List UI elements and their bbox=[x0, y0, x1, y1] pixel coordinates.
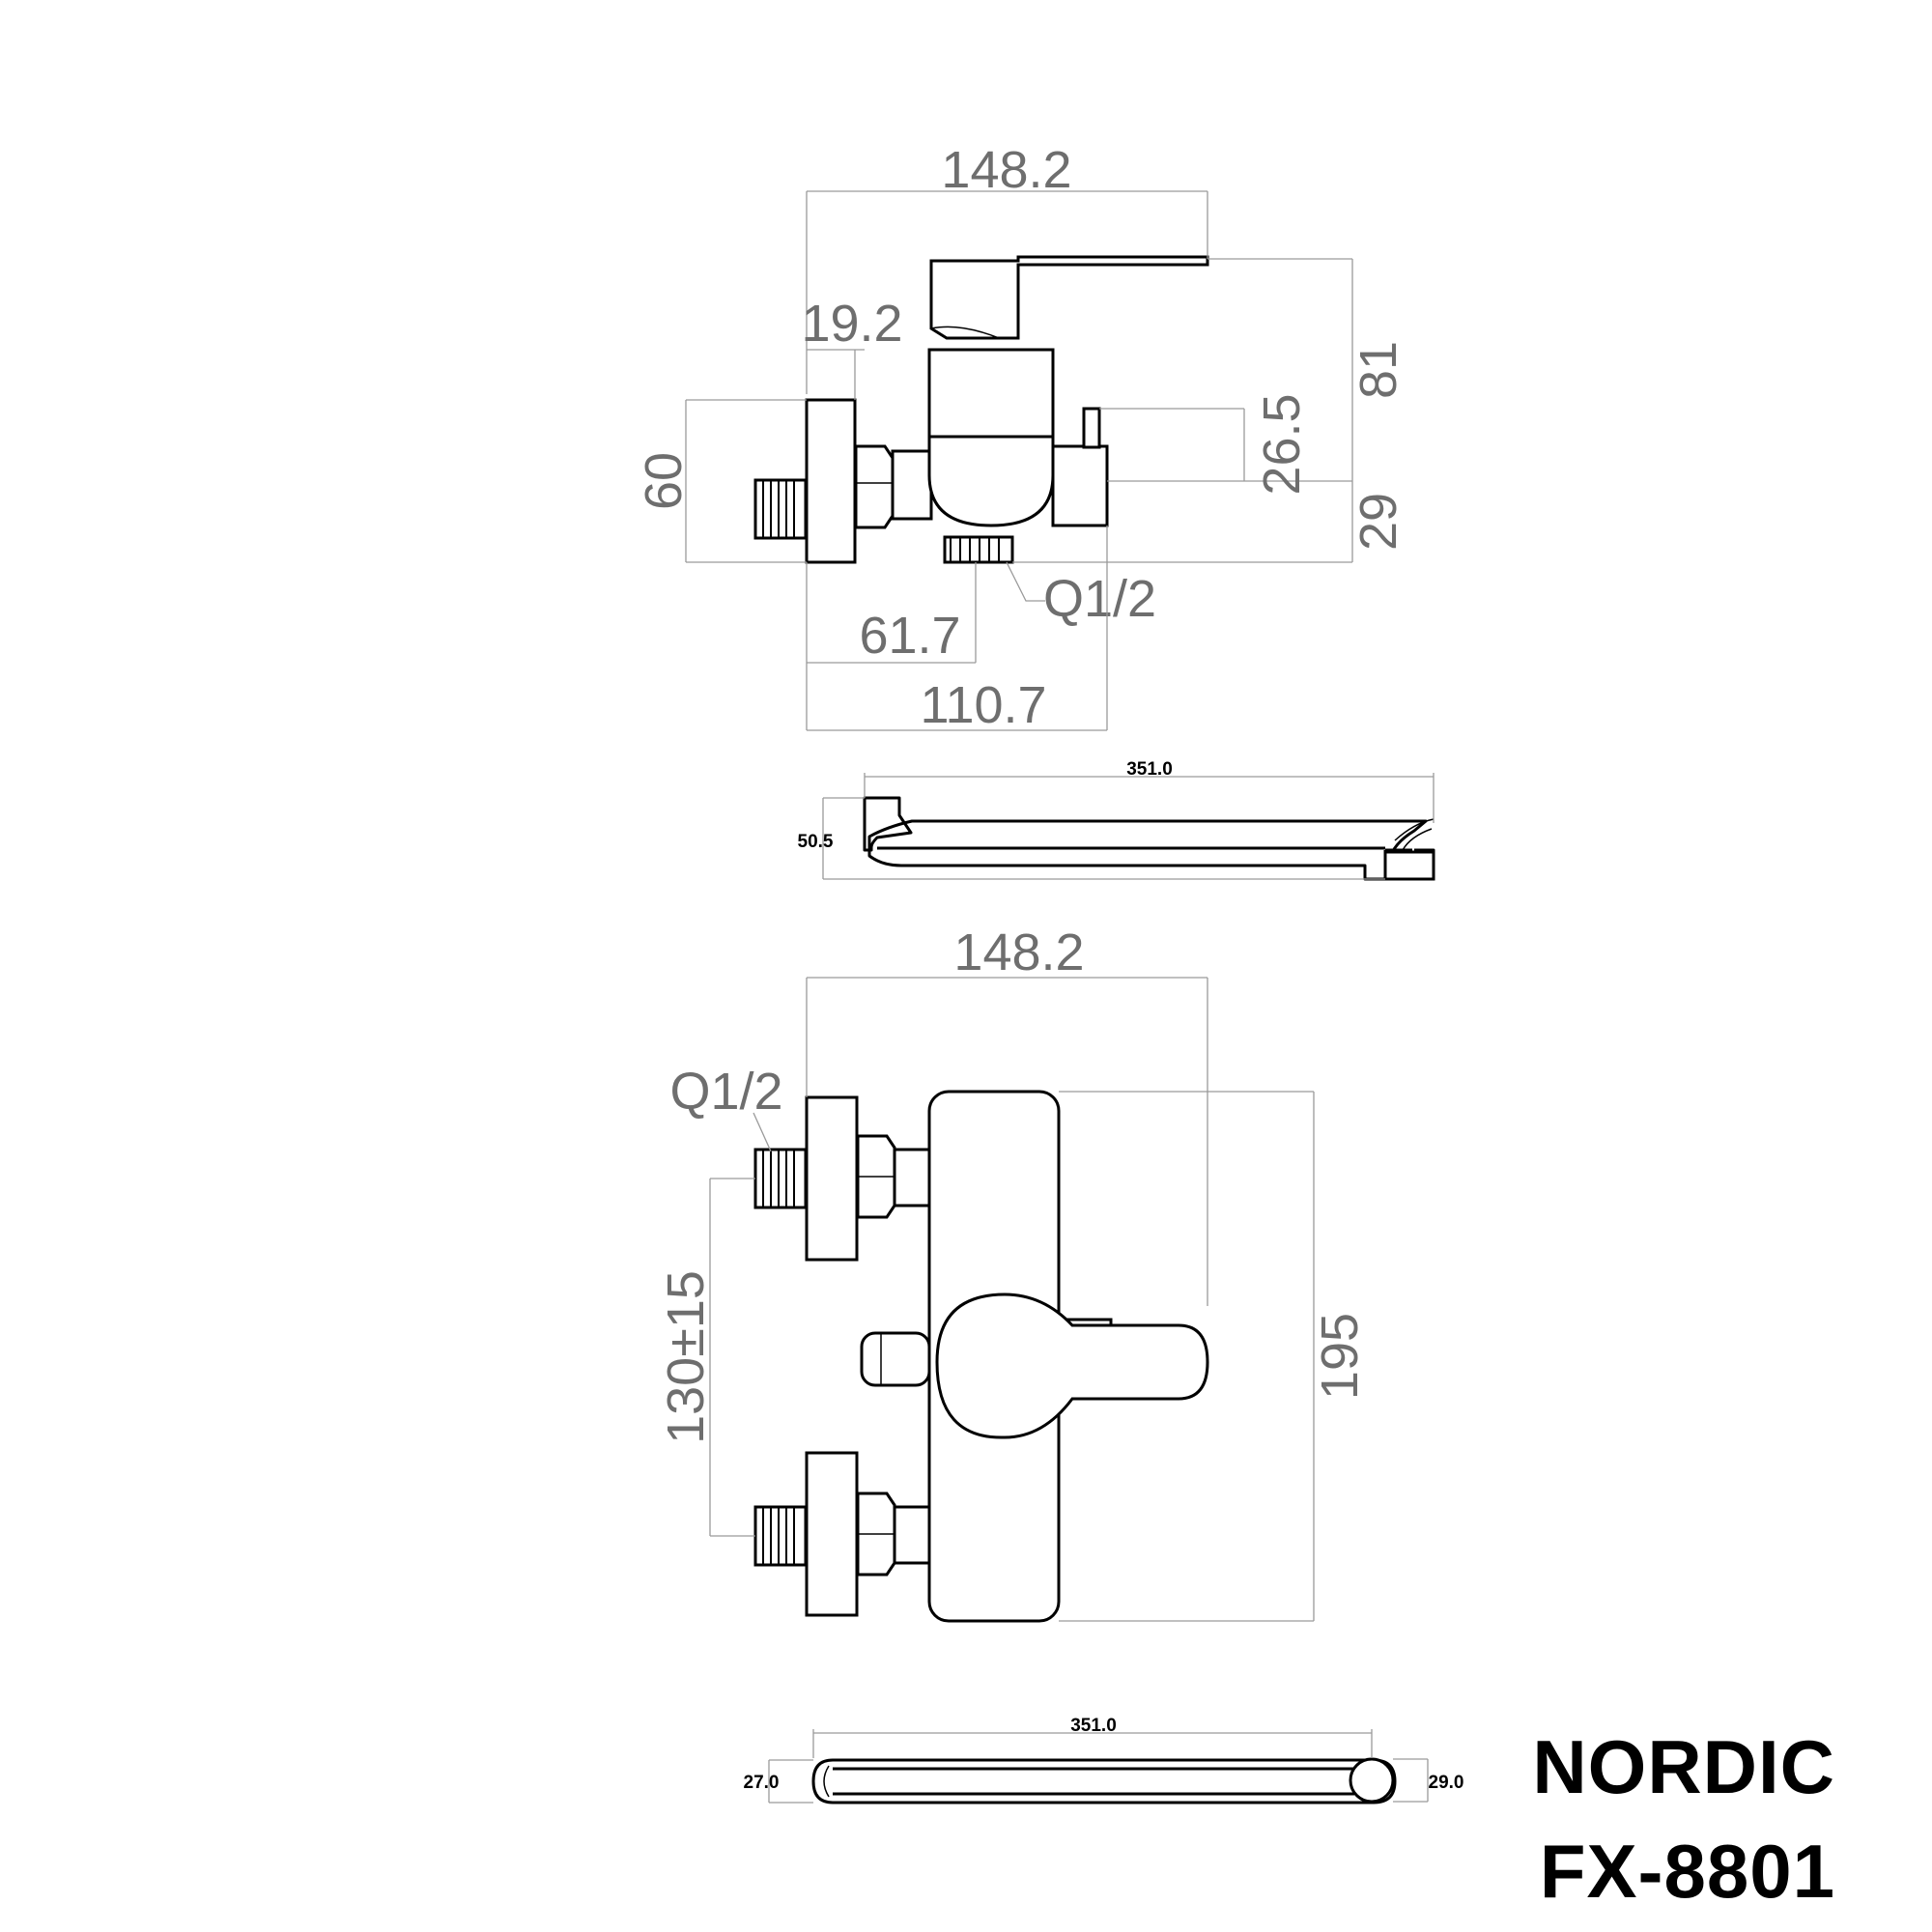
front-lever bbox=[935, 1293, 1209, 1439]
brand-name: NORDIC bbox=[1532, 1724, 1835, 1809]
dim-center-distance: 130±15 bbox=[657, 1270, 715, 1444]
spout-outlet bbox=[1349, 1757, 1395, 1804]
dim-spout-end-right: 29.0 bbox=[1429, 1773, 1464, 1793]
dim-lever-offset: 26.5 bbox=[1253, 393, 1311, 495]
dim-connector-depth: 19.2 bbox=[801, 295, 902, 353]
inlet-thread bbox=[753, 478, 808, 540]
dim-height-upper: 81 bbox=[1350, 341, 1407, 399]
outlet-thread bbox=[943, 535, 1014, 564]
dim-spout-end-left: 27.0 bbox=[744, 1773, 780, 1793]
inlet-upper bbox=[753, 1095, 933, 1262]
dim-spout-top-length: 351.0 bbox=[1070, 1716, 1117, 1736]
dim-front-width: 148.2 bbox=[953, 923, 1084, 981]
mixer-body bbox=[927, 435, 1055, 527]
wall-flange bbox=[805, 398, 857, 564]
dim-flange-height: 60 bbox=[635, 452, 693, 510]
dim-side-width: 148.2 bbox=[941, 141, 1071, 199]
dim-spout-side-length: 351.0 bbox=[1126, 759, 1173, 780]
spout-top-view: 351.0 27.0 29.0 bbox=[744, 1716, 1464, 1804]
dim-body-depth: 110.7 bbox=[920, 676, 1046, 734]
inlet-thread-label: Q1/2 bbox=[669, 1063, 782, 1121]
spout-top-outline bbox=[811, 1758, 1397, 1804]
dim-outlet-offset: 61.7 bbox=[859, 607, 960, 665]
outlet-thread-label: Q1/2 bbox=[1043, 570, 1156, 628]
body-side bbox=[1051, 444, 1109, 527]
front-diverter bbox=[860, 1331, 931, 1387]
cartridge-housing bbox=[927, 348, 1055, 439]
dim-body-height: 195 bbox=[1311, 1313, 1369, 1400]
diverter-knob bbox=[1082, 407, 1101, 449]
dim-spout-side-height: 50.5 bbox=[798, 832, 834, 852]
inlet-lower bbox=[753, 1451, 933, 1617]
hex-nut bbox=[854, 444, 895, 529]
spout-side-outline bbox=[863, 796, 913, 852]
lever-handle bbox=[929, 255, 1209, 340]
dim-height-lower: 29 bbox=[1350, 493, 1407, 551]
model-number: FX-8801 bbox=[1539, 1829, 1835, 1914]
spout-side-view: 351.0 50.5 bbox=[798, 759, 1435, 881]
front-view: 148.2 Q1/2 130±15 195 bbox=[657, 923, 1369, 1623]
side-view: 148.2 19.2 60 81 26.5 29 Q1/2 61.7 110.7 bbox=[635, 141, 1407, 734]
